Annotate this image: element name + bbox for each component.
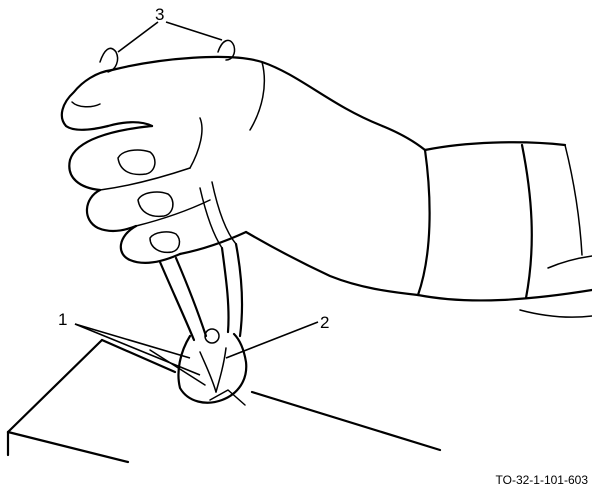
leader-lines bbox=[75, 22, 318, 375]
figure-reference-id: TO-32-1-101-603 bbox=[496, 473, 589, 487]
hand bbox=[62, 40, 425, 295]
sleeve bbox=[418, 142, 592, 317]
leader-3b bbox=[166, 22, 222, 40]
callout-2: 2 bbox=[320, 313, 329, 332]
callout-3: 3 bbox=[155, 5, 164, 24]
callout-1: 1 bbox=[58, 310, 67, 329]
leader-3a bbox=[118, 22, 158, 52]
